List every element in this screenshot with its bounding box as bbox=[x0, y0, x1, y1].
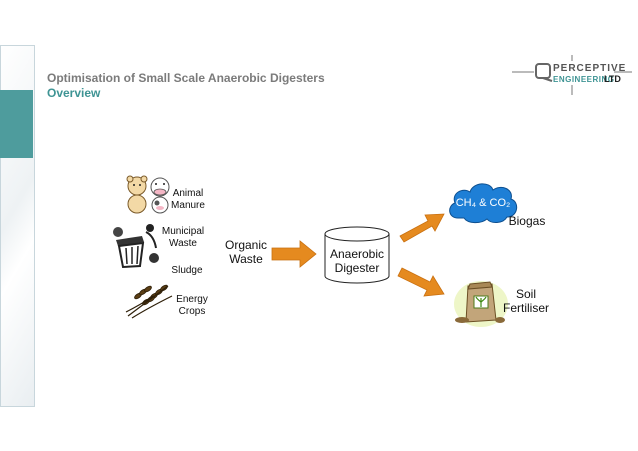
label-ch4-co2: CH₄ & CO₂ bbox=[455, 197, 511, 209]
label-biogas: Biogas bbox=[508, 214, 546, 228]
logo-text-ltd: LTD bbox=[604, 74, 621, 84]
animals-icon bbox=[126, 175, 170, 214]
arrow-to-biogas bbox=[399, 213, 445, 243]
arrow-to-fertiliser bbox=[397, 267, 445, 297]
digester-cylinder bbox=[324, 226, 390, 284]
perceptive-logo-icon bbox=[512, 55, 632, 95]
label-sludge: Sludge bbox=[171, 265, 203, 276]
gas-cloud-icon bbox=[449, 183, 518, 224]
wheat-icon bbox=[125, 284, 173, 319]
logo-text-perceptive: PERCEPTIVE bbox=[553, 63, 627, 74]
waste-bin-icon bbox=[113, 224, 159, 269]
sidebar-teal-band bbox=[0, 90, 33, 158]
slide-title: Optimisation of Small Scale Anaerobic Di… bbox=[47, 71, 325, 85]
fertiliser-bag-icon bbox=[454, 281, 508, 327]
arrow-to-digester bbox=[271, 240, 317, 268]
slide-subtitle: Overview bbox=[47, 86, 101, 100]
logo-text-engineering: ENGINEERING bbox=[553, 75, 615, 84]
